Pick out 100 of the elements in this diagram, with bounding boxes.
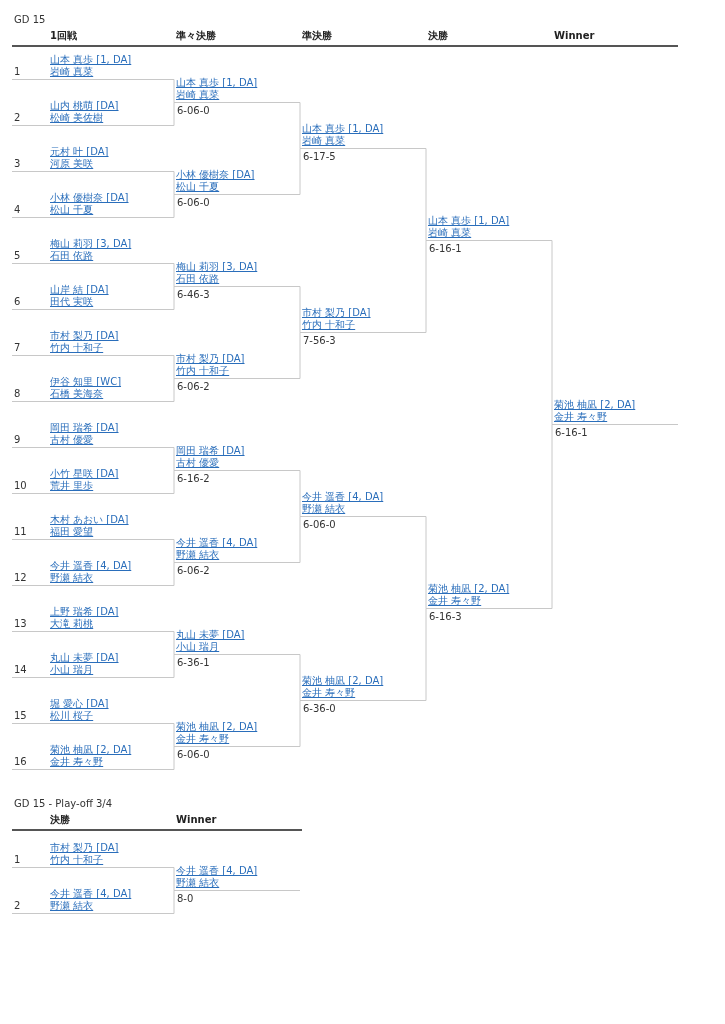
player-link: 野瀬 結衣 [50, 900, 94, 912]
player-link: 福田 愛望 [50, 526, 94, 538]
player-link: 市村 梨乃 [DA] [50, 842, 119, 854]
bracket-entry [50, 375, 174, 402]
player-link: 荒井 里歩 [50, 480, 94, 492]
player-link: 丸山 未夢 [DA] [176, 629, 245, 641]
column-header: 決勝 [428, 30, 448, 42]
player-link: 竹内 十和子 [50, 342, 104, 354]
seed-number: 12 [14, 572, 27, 584]
match-score: 6-06-0 [177, 105, 210, 117]
player-link: 今井 遥香 [4, DA] [50, 560, 132, 572]
match-score: 6-06-0 [177, 749, 210, 761]
player-link: 松山 千夏 [176, 181, 220, 193]
bracket-entry [302, 674, 426, 701]
seed-number: 5 [14, 250, 21, 262]
bracket-entry [176, 864, 300, 891]
player-link: 梅山 莉羽 [3, DA] [176, 261, 258, 273]
bracket-entry [176, 76, 300, 103]
bracket-entry [50, 841, 174, 868]
player-link: 野瀬 結衣 [176, 877, 220, 889]
column-header: 準決勝 [302, 30, 332, 42]
player-link: 山本 真歩 [1, DA] [176, 77, 258, 89]
player-link: 堀 愛心 [DA] [50, 698, 109, 710]
player-link: 今井 遥香 [4, DA] [176, 865, 258, 877]
bracket-entry [50, 559, 174, 586]
player-link: 金井 寿々野 [176, 733, 230, 745]
bracket-entry [50, 53, 174, 80]
player-link: 今井 遥香 [4, DA] [176, 537, 258, 549]
bracket-entry [50, 145, 174, 172]
match-score: 8-0 [177, 893, 194, 905]
bracket-entry [50, 605, 174, 632]
player-link: 菊池 柚凪 [2, DA] [554, 399, 636, 411]
bracket-entry [50, 513, 174, 540]
player-link: 元村 叶 [DA] [50, 146, 109, 158]
bracket-entry [302, 122, 426, 149]
player-link: 小林 優樹奈 [DA] [50, 192, 129, 204]
player-link: 野瀬 結衣 [176, 549, 220, 561]
bracket-entry [50, 697, 174, 724]
match-score: 6-06-0 [303, 519, 336, 531]
player-link: 木村 あおい [DA] [50, 514, 129, 526]
seed-number: 1 [14, 854, 21, 866]
player-link: 岡田 瑞希 [DA] [50, 422, 119, 434]
column-header: 準々決勝 [176, 30, 216, 42]
bracket-entry [302, 490, 426, 517]
player-link: 石田 依路 [50, 250, 94, 262]
player-link: 伊谷 知里 [WC] [50, 376, 122, 388]
seed-number: 4 [14, 204, 21, 216]
seed-number: 14 [14, 664, 27, 676]
bracket-entry [50, 237, 174, 264]
player-link: 市村 梨乃 [DA] [50, 330, 119, 342]
bracket-entry [50, 651, 174, 678]
player-link: 竹内 十和子 [302, 319, 356, 331]
player-link: 河原 美咲 [50, 158, 94, 170]
player-link: 金井 寿々野 [302, 687, 356, 699]
match-score: 6-06-2 [177, 381, 210, 393]
bracket-entry [50, 887, 174, 914]
match-score: 6-06-0 [177, 197, 210, 209]
bracket-entry [50, 421, 174, 448]
bracket-entry [554, 398, 678, 425]
bracket-entry [176, 720, 300, 747]
seed-number: 7 [14, 342, 21, 354]
player-link: 岩崎 真菜 [176, 89, 220, 101]
seed-number: 15 [14, 710, 27, 722]
player-link: 野瀬 結衣 [302, 503, 346, 515]
player-link: 岩崎 真菜 [302, 135, 346, 147]
player-link: 岩崎 真菜 [428, 227, 472, 239]
player-link: 市村 梨乃 [DA] [302, 307, 371, 319]
player-link: 山本 真歩 [1, DA] [428, 215, 510, 227]
player-link: 今井 遥香 [4, DA] [302, 491, 384, 503]
column-header: Winner [554, 30, 595, 42]
player-link: 市村 梨乃 [DA] [176, 353, 245, 365]
player-link: 竹内 十和子 [176, 365, 230, 377]
seed-number: 9 [14, 434, 21, 446]
bracket-entry [176, 628, 300, 655]
column-header: Winner [176, 814, 217, 826]
bracket-entry [176, 260, 300, 287]
player-link: 菊池 柚凪 [2, DA] [50, 744, 132, 756]
player-link: 竹内 十和子 [50, 854, 104, 866]
match-score: 6-36-0 [303, 703, 336, 715]
column-header: 決勝 [50, 814, 70, 826]
bracket-entry [176, 168, 300, 195]
player-link: 松崎 美佐樹 [50, 112, 104, 124]
bracket-entry [428, 582, 552, 609]
section-title: GD 15 - Play-off 3/4 [14, 798, 113, 810]
player-link: 山本 真歩 [1, DA] [50, 54, 132, 66]
player-link: 菊池 柚凪 [2, DA] [302, 675, 384, 687]
bracket-entry [50, 467, 174, 494]
match-score: 6-36-1 [177, 657, 210, 669]
player-link: 大滝 莉桃 [50, 618, 94, 630]
bracket-entry [50, 99, 174, 126]
match-score: 6-16-1 [429, 243, 462, 255]
player-link: 小竹 星咲 [DA] [50, 468, 119, 480]
seed-number: 11 [14, 526, 27, 538]
player-link: 菊池 柚凪 [2, DA] [428, 583, 510, 595]
player-link: 岩崎 真菜 [50, 66, 94, 78]
bracket-entry [50, 329, 174, 356]
player-link: 古村 優愛 [50, 434, 94, 446]
bracket-entry [302, 306, 426, 333]
seed-number: 6 [14, 296, 21, 308]
player-link: 小林 優樹奈 [DA] [176, 169, 255, 181]
